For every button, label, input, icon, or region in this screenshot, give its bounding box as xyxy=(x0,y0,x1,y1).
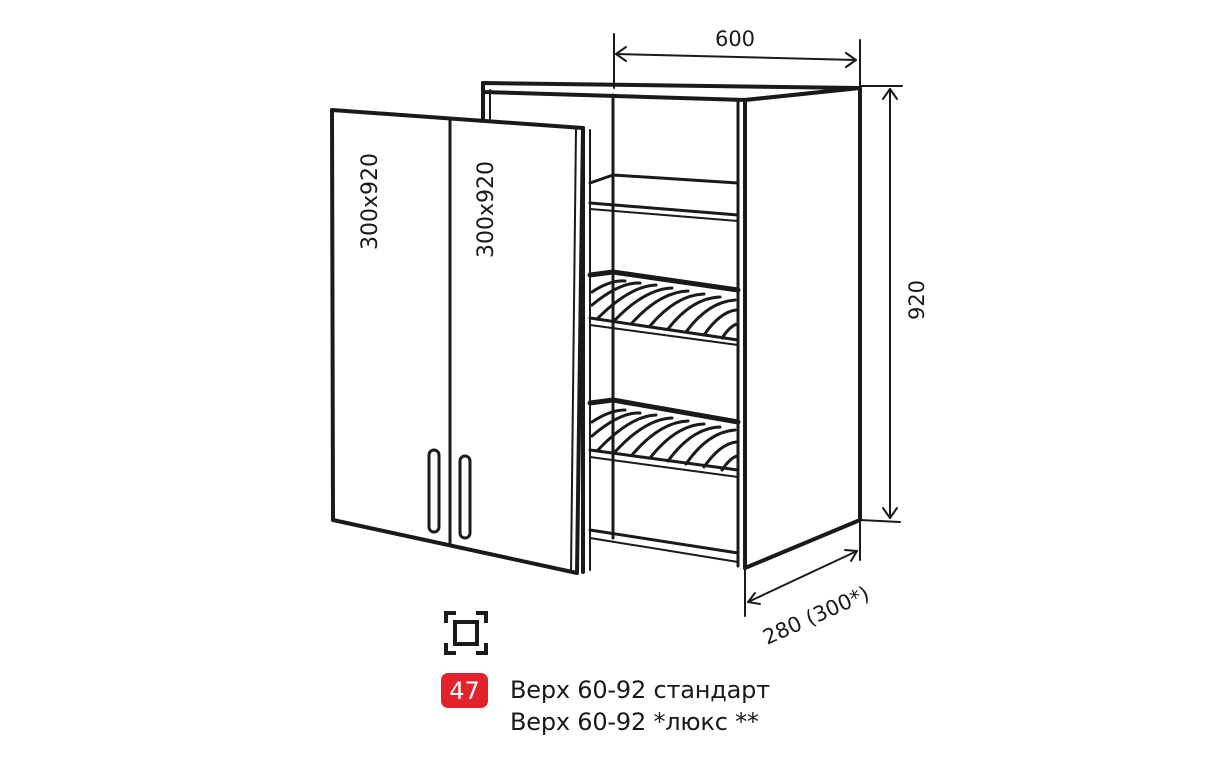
dish-rack-upper xyxy=(587,269,741,346)
height-dimension-label: 920 xyxy=(905,280,929,320)
dimension-height xyxy=(859,85,903,523)
width-dimension-label: 600 xyxy=(715,27,755,51)
item-number-badge: 47 xyxy=(441,673,488,708)
dimension-width xyxy=(613,33,861,89)
door-handle-left xyxy=(427,448,441,534)
door-right-size-label: 300x920 xyxy=(474,161,499,258)
dish-rack-lower xyxy=(587,397,741,478)
door-handle-right xyxy=(458,454,472,540)
doors xyxy=(330,108,585,575)
shelf xyxy=(588,173,740,222)
product-caption: Верх 60-92 стандарт Верх 60-92 *люкс ** xyxy=(510,674,770,738)
depth-dimension-label: 280 (300*) xyxy=(759,581,873,649)
door-left-size-label: 300x920 xyxy=(358,153,383,250)
corner-frame-icon xyxy=(444,611,488,655)
caption-line-standard: Верх 60-92 стандарт xyxy=(510,676,770,704)
dimension-depth xyxy=(744,519,861,617)
caption-line-lux: Верх 60-92 *люкс ** xyxy=(510,708,759,736)
